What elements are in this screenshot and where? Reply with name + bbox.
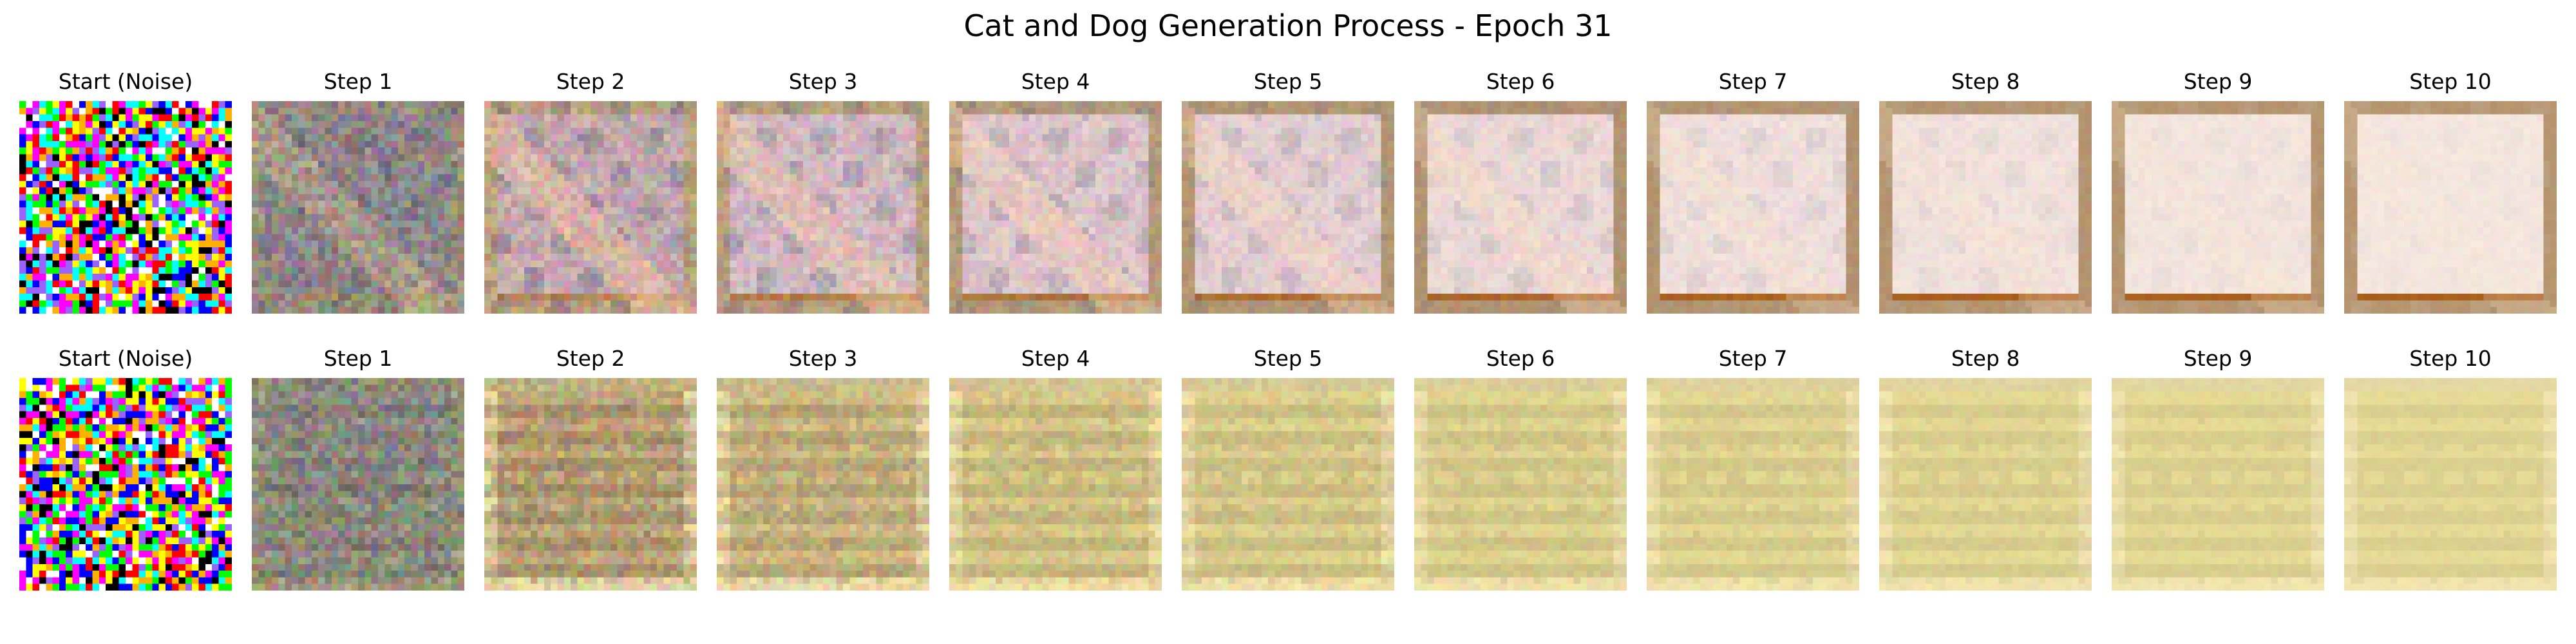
frame-image <box>2344 378 2557 591</box>
frame-image <box>1414 378 1627 591</box>
frame-title: Step 9 <box>2183 69 2253 94</box>
frame-title: Step 6 <box>1486 346 1555 371</box>
frame-title: Step 2 <box>556 346 625 371</box>
frame-image <box>1414 101 1627 314</box>
frame-title: Step 5 <box>1253 346 1323 371</box>
frame-title: Step 1 <box>323 69 393 94</box>
frame-title: Step 7 <box>1718 346 1788 371</box>
frame-title: Step 2 <box>556 69 625 94</box>
frame-image <box>252 378 464 591</box>
frame-title: Step 10 <box>2409 69 2492 94</box>
frame-image <box>717 378 929 591</box>
frame-image <box>949 101 1162 314</box>
frame-title: Start (Noise) <box>58 346 193 371</box>
frame-title: Step 5 <box>1253 69 1323 94</box>
frame-title: Step 10 <box>2409 346 2492 371</box>
frame-image <box>1647 101 1859 314</box>
frame-image <box>252 101 464 314</box>
frame-image <box>2344 101 2557 314</box>
frame-image <box>1182 378 1394 591</box>
frame-image <box>484 101 697 314</box>
frame-title: Step 1 <box>323 346 393 371</box>
frame-title: Step 3 <box>788 346 858 371</box>
frame-title: Step 6 <box>1486 69 1555 94</box>
frame-title: Step 3 <box>788 69 858 94</box>
frame-title: Step 8 <box>1951 346 2020 371</box>
figure-title: Cat and Dog Generation Process - Epoch 3… <box>963 8 1613 43</box>
frame-title: Step 8 <box>1951 69 2020 94</box>
frame-image <box>717 101 929 314</box>
frame-image <box>19 101 232 314</box>
frame-image <box>2112 378 2324 591</box>
frame-title: Step 7 <box>1718 69 1788 94</box>
frame-title: Start (Noise) <box>58 69 193 94</box>
frame-image <box>2112 101 2324 314</box>
frame-title: Step 9 <box>2183 346 2253 371</box>
frame-image <box>1647 378 1859 591</box>
frame-image <box>484 378 697 591</box>
frame-image <box>1182 101 1394 314</box>
frame-image <box>1879 378 2092 591</box>
frame-image <box>19 378 232 591</box>
frame-image <box>1879 101 2092 314</box>
frame-title: Step 4 <box>1021 346 1090 371</box>
frame-title: Step 4 <box>1021 69 1090 94</box>
frame-image <box>949 378 1162 591</box>
